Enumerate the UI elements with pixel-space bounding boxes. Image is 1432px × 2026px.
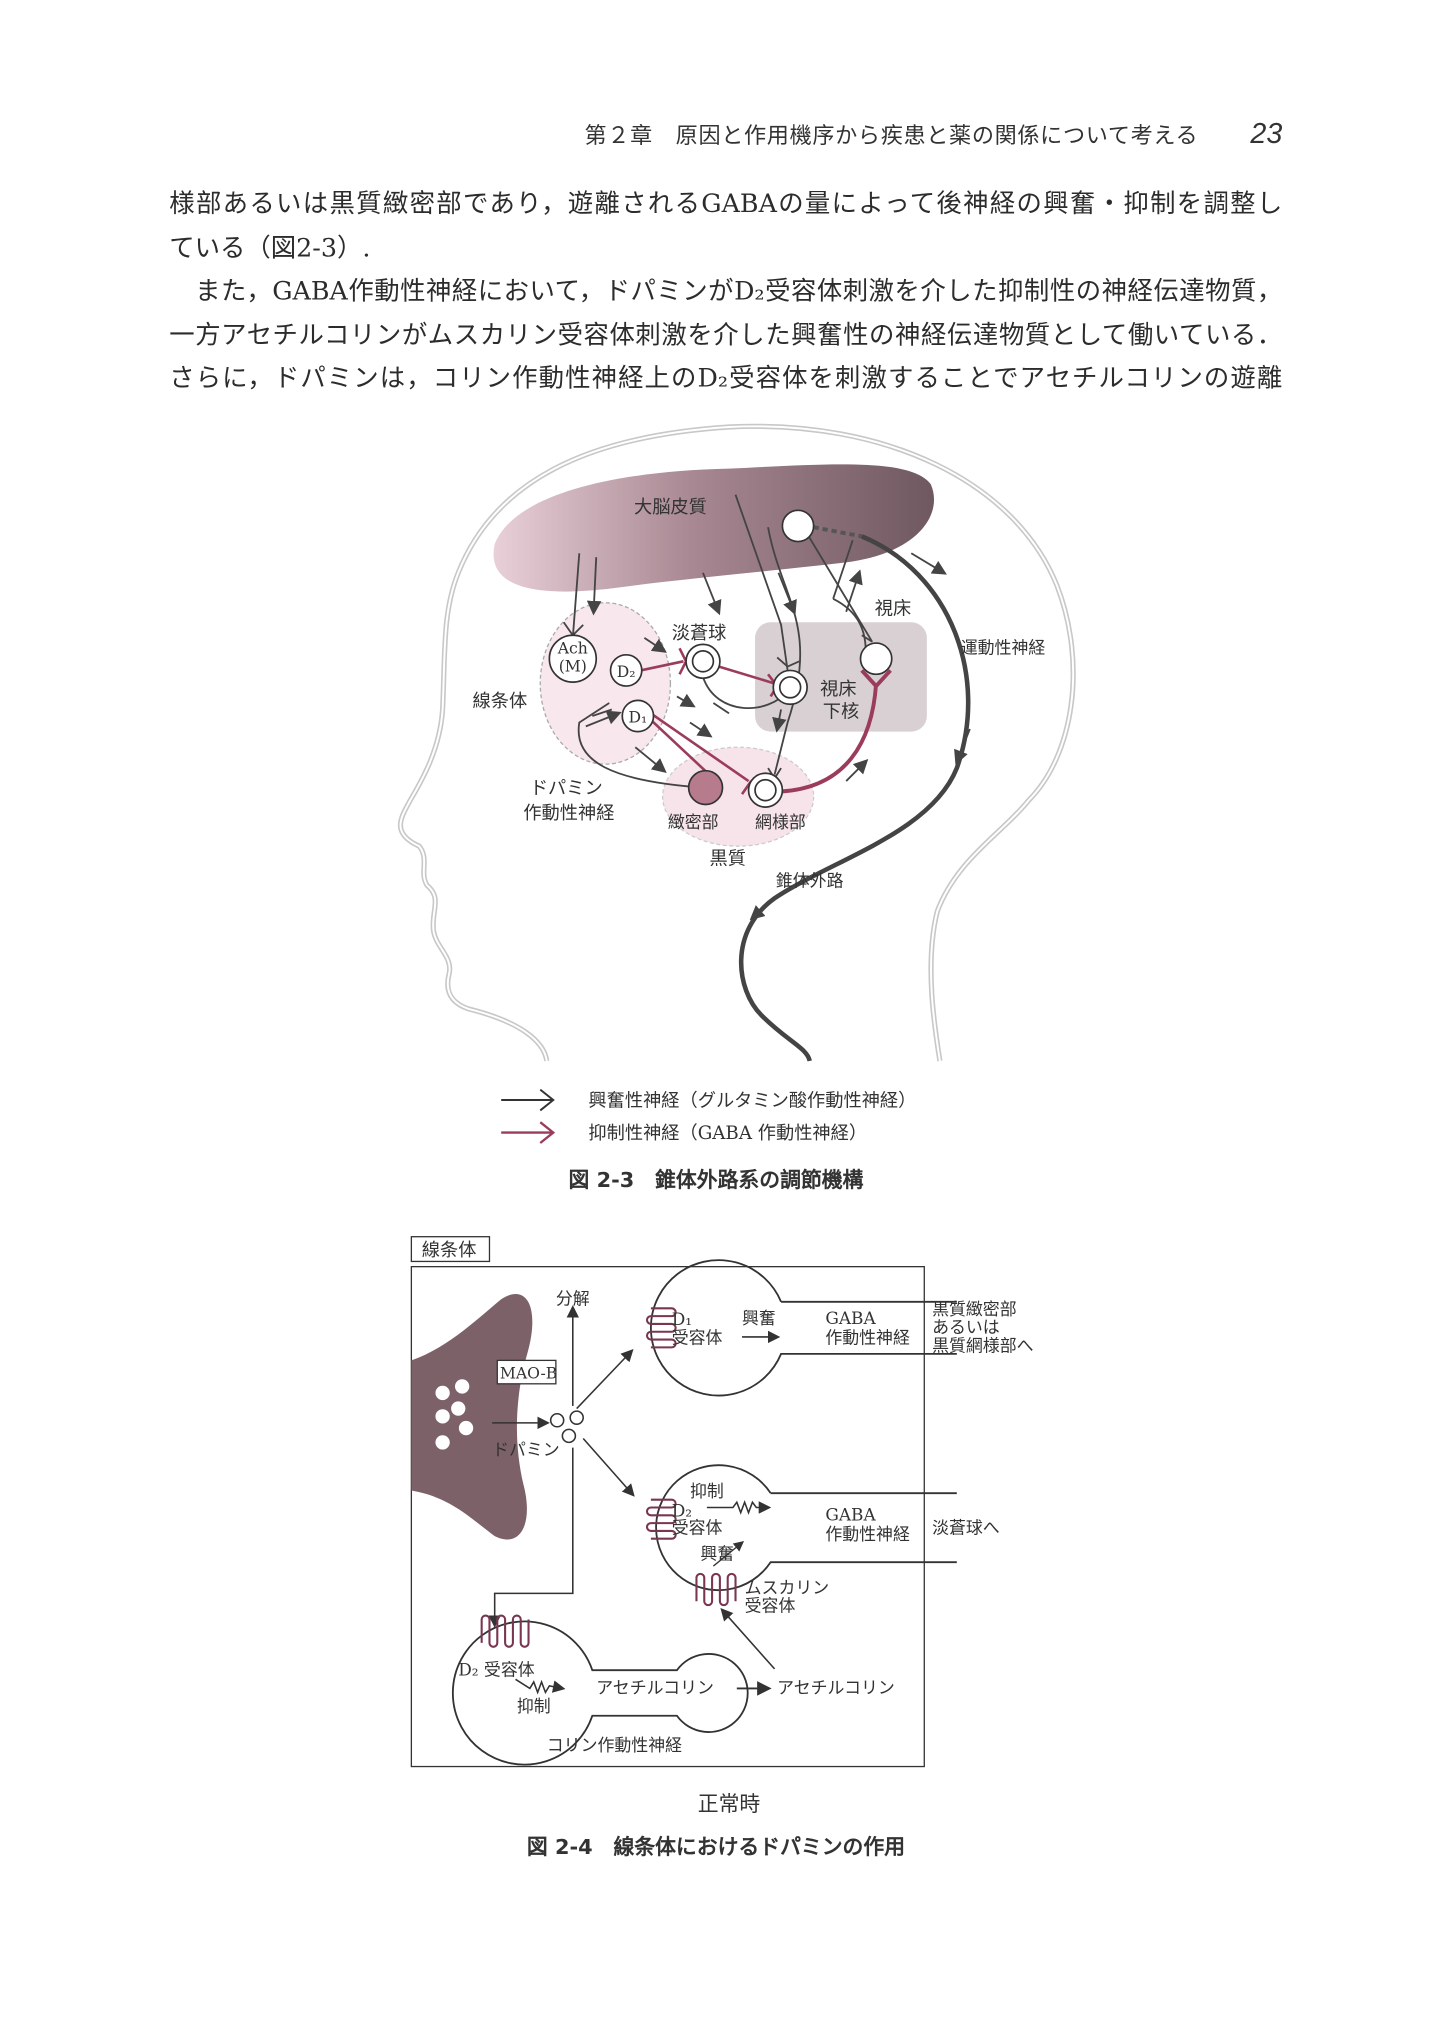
inhibitory-legend-line <box>501 1121 556 1144</box>
vesicles <box>435 1379 474 1450</box>
muscarinic-label: ムスカリン <box>745 1577 830 1597</box>
running-header: 第２章 原因と作用機序から疾患と薬の関係について考える 23 <box>521 117 1283 151</box>
globus-pallidus-label: 淡蒼球 <box>672 623 727 644</box>
dopamine-neuron <box>411 1294 533 1540</box>
d2-receptor-icon <box>645 1498 677 1540</box>
cortex-label: 大脳皮質 <box>634 497 707 518</box>
inhibit-label-1: 抑制 <box>690 1481 724 1501</box>
gaba-label-1b: 作動性神経 <box>825 1327 910 1347</box>
subthalamic-label-1: 視床 <box>820 679 856 700</box>
d2-receptor-label-2: 受容体 <box>672 1518 723 1538</box>
extrapyramidal-label: 錐体外路 <box>776 871 844 891</box>
maob-label: MAO-B <box>500 1365 557 1383</box>
excite-label-2: 興奮 <box>700 1544 734 1564</box>
node-ach: Ach (M) <box>548 634 598 683</box>
muscarinic-receptor-icon <box>695 1572 737 1607</box>
striatum-region <box>539 602 672 765</box>
cholinergic-neuron <box>451 1620 749 1766</box>
muscarinic-label-2: 受容体 <box>745 1596 796 1616</box>
chapter-title: 第２章 原因と作用機序から疾患と薬の関係について考える <box>584 123 1199 150</box>
box-label: 線条体 <box>422 1240 477 1261</box>
striatum-label: 線条体 <box>473 691 528 712</box>
cerebral-cortex <box>493 464 935 592</box>
dopamine-label-2: 作動性神経 <box>523 803 614 824</box>
figure-2-4-caption: 図 2-4 線条体におけるドパミンの作用 <box>526 1834 906 1859</box>
text-line: ている（図2-3）. <box>169 232 371 263</box>
compacta-neuron <box>687 769 724 806</box>
dopamine-label-1: ドパミン <box>530 778 603 799</box>
maob-box <box>496 1359 557 1385</box>
page-number: 23 <box>1250 117 1283 150</box>
decompose-label: 分解 <box>556 1288 590 1308</box>
d1-receptor-icon <box>645 1307 677 1349</box>
target-label-1a: 黒質緻密部 <box>932 1299 1017 1319</box>
compacta-label: 緻密部 <box>668 812 719 832</box>
legend-inhibitory: 抑制性神経（GABA 作動性神経） <box>588 1123 867 1144</box>
inhibit-label-2: 抑制 <box>517 1696 551 1716</box>
d1-receptor-label-2: 受容体 <box>672 1327 723 1347</box>
substantia-nigra-label: 黒質 <box>709 848 745 869</box>
target-label-1c: 黒質網様部へ <box>932 1335 1034 1355</box>
thalamus-neuron <box>859 642 893 676</box>
ach-outer-label: アセチルコリン <box>777 1678 895 1698</box>
figure-2-4: 線条体 分解 MAO-B ドパミン <box>410 1236 1034 1768</box>
target-label-1b: あるいは <box>932 1317 1000 1337</box>
text-line: また，GABA作動性神経において，ドパミンがD₂受容体刺激を介した抑制性の神経伝… <box>169 275 1283 306</box>
thalamus-label: 視床 <box>875 598 911 619</box>
d2-label: D₂ <box>617 663 636 681</box>
dopamine-label: ドパミン <box>492 1439 560 1459</box>
gaba-label-2: GABA <box>825 1505 876 1525</box>
text-line: 様部あるいは黒質緻密部であり，遊離されるGABAの量によって後神経の興奮・抑制を… <box>169 188 1283 219</box>
gaba-label-1: GABA <box>825 1308 876 1328</box>
motor-nerve-path <box>813 525 863 539</box>
cholinergic-label: コリン作動性神経 <box>547 1735 682 1755</box>
text-line: さらに，ドパミンは，コリン作動性神経上のD₂受容体を刺激することでアセチルコリン… <box>169 363 1283 394</box>
cortex-neuron <box>781 509 815 543</box>
d1-receptor-label: D₁ <box>672 1309 692 1329</box>
legend-excitatory: 興奮性神経（グルタミン酸作動性神経） <box>588 1091 916 1112</box>
d2-cholin-label: D₂ 受容体 <box>458 1659 535 1679</box>
state-label: 正常時 <box>697 1791 761 1817</box>
ach-label-m: (M) <box>559 658 587 676</box>
ach-inner-label: アセチルコリン <box>596 1678 714 1698</box>
legend: 興奮性神経（グルタミン酸作動性神経） 抑制性神経（GABA 作動性神経） <box>501 1088 916 1144</box>
excitatory-legend-line <box>501 1088 555 1112</box>
box-label-frame <box>410 1236 491 1263</box>
dopamine-molecules <box>549 1410 584 1444</box>
node-d2: D₂ <box>609 653 643 687</box>
figure-2-3-caption: 図 2-3 錐体外路系の調節機構 <box>568 1167 864 1193</box>
d1-label: D₁ <box>628 708 647 726</box>
excite-label-1: 興奮 <box>742 1308 776 1328</box>
gaba-label-2b: 作動性神経 <box>825 1524 910 1544</box>
subthalamic-label-2: 下核 <box>823 701 859 722</box>
ach-label: Ach <box>557 640 588 658</box>
node-d1: D₁ <box>621 699 655 733</box>
figure-2-3: Ach (M) D₂ D₁ 大脳皮質 視床 運動性神経 線条体 淡蒼球 視床 下… <box>397 423 1076 1144</box>
striatum-box <box>410 1266 925 1768</box>
target-label-2: 淡蒼球へ <box>932 1518 1000 1538</box>
d2-receptor-label: D₂ <box>672 1501 692 1521</box>
motor-nerve-label: 運動性神経 <box>961 638 1046 658</box>
d2-cholin-receptor-icon <box>480 1614 530 1648</box>
text-line: 一方アセチルコリンがムスカリン受容体刺激を介した興奮性の神経伝達物質として働いて… <box>169 319 1283 350</box>
reticulata-label: 網様部 <box>755 812 806 832</box>
body-text: 様部あるいは黒質緻密部であり，遊離されるGABAの量によって後神経の興奮・抑制を… <box>169 182 1282 400</box>
